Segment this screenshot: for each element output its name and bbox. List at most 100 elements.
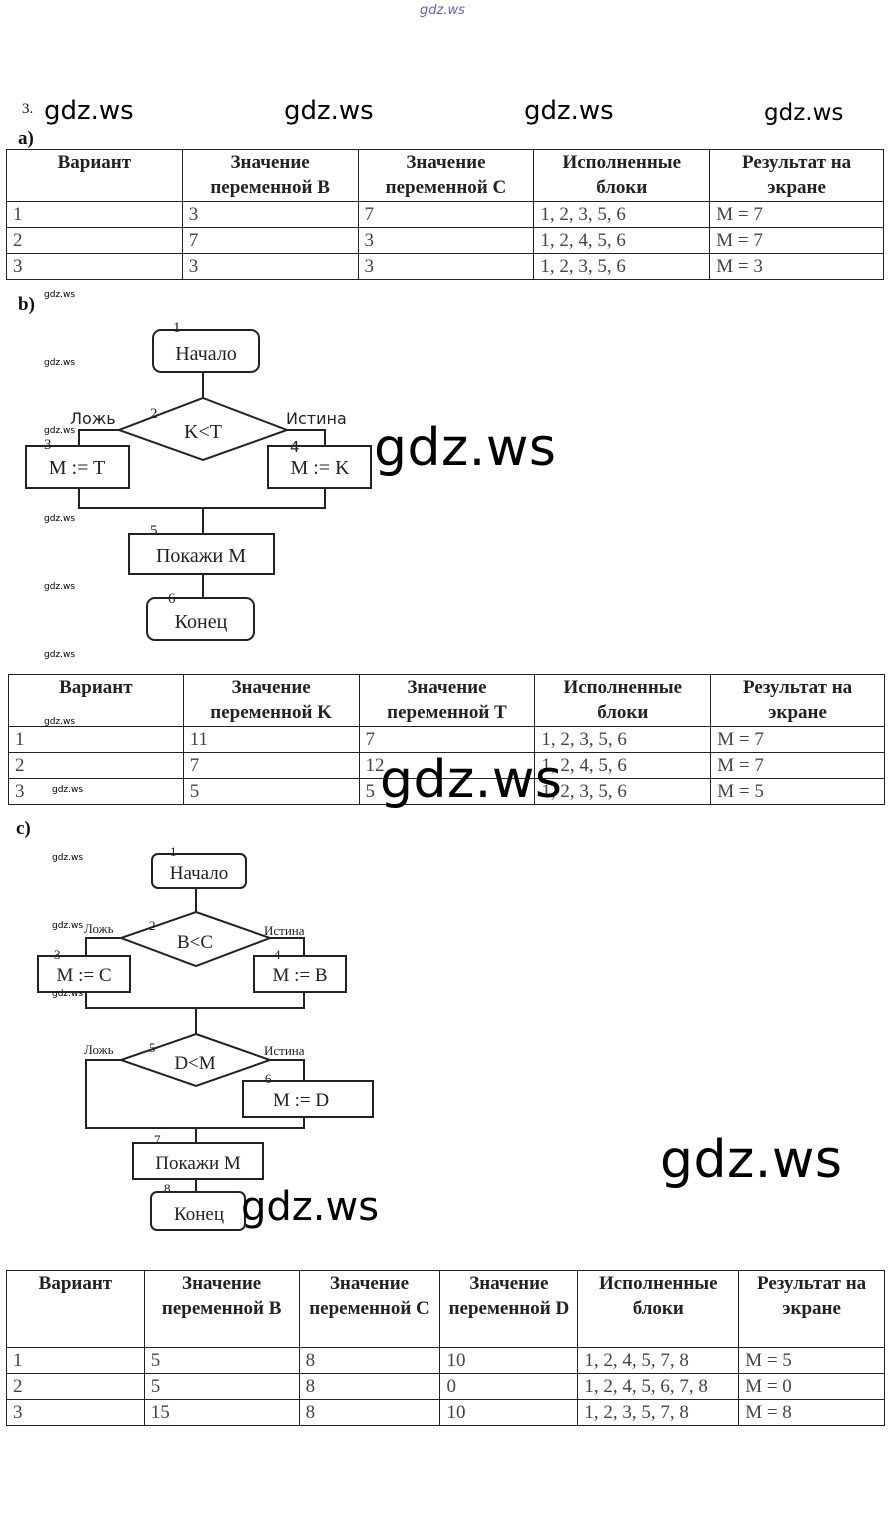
header-var-c: Значение переменной C — [298, 1270, 441, 1348]
watermark: gdz.ws — [284, 96, 374, 126]
block-number: 1 — [170, 844, 177, 859]
cell: 3 — [181, 253, 359, 280]
cell: 8 — [298, 1373, 441, 1400]
cell: 2 — [6, 227, 183, 254]
watermark: gdz.ws — [44, 650, 76, 660]
table-row: 2 7 3 1, 2, 4, 5, 6 M = 7 — [6, 227, 884, 254]
true-label: Истина — [286, 409, 347, 428]
header-var-t: Значение переменной T — [358, 674, 536, 727]
cell: 3 — [6, 1399, 145, 1426]
table-row: 1 3 7 1, 2, 3, 5, 6 M = 7 — [6, 201, 884, 228]
block-number: 3 — [54, 947, 61, 962]
false-label: Ложь — [70, 409, 116, 428]
header-result: Результат на экране — [709, 149, 884, 202]
false-label: Ложь — [84, 921, 114, 936]
cell: 3 — [357, 253, 535, 280]
watermark: gdz.ws — [524, 96, 614, 126]
block-number: 8 — [164, 1181, 171, 1196]
block-number: 3 — [44, 437, 52, 453]
table-row: 3 3 3 1, 2, 3, 5, 6 M = 3 — [6, 253, 884, 280]
output-text: Покажи M — [155, 1153, 241, 1174]
cell: M = 7 — [709, 227, 884, 254]
watermark: gdz.ws — [52, 785, 84, 795]
output-block — [132, 1142, 264, 1180]
cell: 8 — [298, 1347, 441, 1374]
cell: M = 5 — [738, 1347, 885, 1374]
block-number: 6 — [265, 1071, 272, 1086]
cell: 0 — [439, 1373, 579, 1400]
cell: 1, 2, 4, 5, 6 — [533, 227, 711, 254]
cell: 1 — [6, 1347, 145, 1374]
watermark: gdz.ws — [44, 717, 76, 727]
true-branch-2-text: M := D — [273, 1090, 329, 1111]
output-text: Покажи M — [156, 545, 246, 567]
output-block — [128, 533, 275, 575]
header-variant: Вариант — [6, 1270, 145, 1348]
cell: 7 — [358, 726, 536, 753]
true-branch-block — [267, 445, 372, 489]
watermark: gdz.ws — [44, 426, 76, 436]
cell: M = 5 — [710, 778, 885, 805]
cell: M = 7 — [709, 201, 884, 228]
block-number: 5 — [150, 523, 158, 539]
block-number: 4 — [274, 947, 281, 962]
decision-2-text: D<M — [174, 1053, 215, 1074]
block-number: 2 — [149, 918, 156, 933]
cell: 5 — [182, 778, 360, 805]
header-var-k: Значение переменной K — [182, 674, 360, 727]
cell: 3 — [181, 201, 359, 228]
header-var-b: Значение переменной B — [143, 1270, 300, 1348]
start-block — [152, 329, 260, 373]
block-number: 2 — [150, 406, 158, 422]
watermark: gdz.ws — [44, 582, 76, 592]
header-blocks: Исполненные блоки — [533, 149, 711, 202]
watermark-large: gdz.ws — [374, 418, 557, 478]
true-branch-1-block — [253, 955, 347, 993]
start-block — [151, 853, 247, 889]
cell: 2 — [6, 1373, 145, 1400]
true-branch-2-block — [242, 1080, 374, 1118]
table-row: 2 5 8 0 1, 2, 4, 5, 6, 7, 8 M = 0 — [6, 1373, 885, 1400]
true-label: Истина — [264, 1043, 305, 1058]
task-number: 3. — [22, 101, 34, 117]
false-branch-1-text: M := C — [56, 965, 111, 986]
cell: M = 0 — [738, 1373, 885, 1400]
block-number: 6 — [168, 591, 176, 607]
end-text: Конец — [174, 1204, 224, 1225]
watermark-top[interactable]: gdz.ws — [420, 3, 465, 18]
cell: M = 3 — [709, 253, 884, 280]
table-row: 1 11 7 1, 2, 3, 5, 6 M = 7 — [8, 726, 885, 753]
cell: 5 — [358, 778, 536, 805]
watermark-large: gdz.ws — [660, 1130, 843, 1190]
cell: 1 — [8, 726, 184, 753]
false-branch-text: M := T — [49, 457, 105, 479]
table-row: 2 7 12 1, 2, 4, 5, 6 M = 7 — [8, 752, 885, 779]
block-number: 5 — [149, 1040, 156, 1055]
cell: 7 — [181, 227, 359, 254]
header-var-c: Значение переменной C — [357, 149, 535, 202]
decision-1-text: B<C — [177, 932, 213, 953]
cell: 1, 2, 3, 5, 6 — [533, 201, 711, 228]
header-var-b: Значение переменной B — [181, 149, 359, 202]
cell: 3 — [6, 253, 183, 280]
flowchart-b: 1 Начало 2 K<T Ложь Истина 3 M := T 4 M … — [25, 320, 372, 641]
table-row: 1 5 8 10 1, 2, 4, 5, 7, 8 M = 5 — [6, 1347, 885, 1374]
start-text: Начало — [175, 343, 237, 365]
cell: 3 — [357, 227, 535, 254]
cell: 5 — [143, 1373, 300, 1400]
table-header-row: Вариант Значение переменной B Значение п… — [6, 1270, 885, 1348]
false-branch-block — [25, 445, 130, 489]
header-result: Результат на экране — [710, 674, 885, 727]
cell: 7 — [357, 201, 535, 228]
header-blocks: Исполненные блоки — [577, 1270, 740, 1348]
cell: 8 — [298, 1399, 441, 1426]
decision-1-block — [118, 910, 273, 968]
cell: 1, 2, 3, 5, 6 — [534, 778, 712, 805]
block-number: 7 — [154, 1132, 161, 1147]
header-var-d: Значение переменной D — [439, 1270, 579, 1348]
cell: 10 — [439, 1399, 579, 1426]
table-header-row: Вариант Значение переменной K Значение п… — [8, 674, 885, 727]
header-result: Результат на экране — [738, 1270, 885, 1348]
table-a: Вариант Значение переменной B Значение п… — [6, 149, 884, 280]
table-row: 3 15 8 10 1, 2, 3, 5, 7, 8 M = 8 — [6, 1399, 885, 1426]
